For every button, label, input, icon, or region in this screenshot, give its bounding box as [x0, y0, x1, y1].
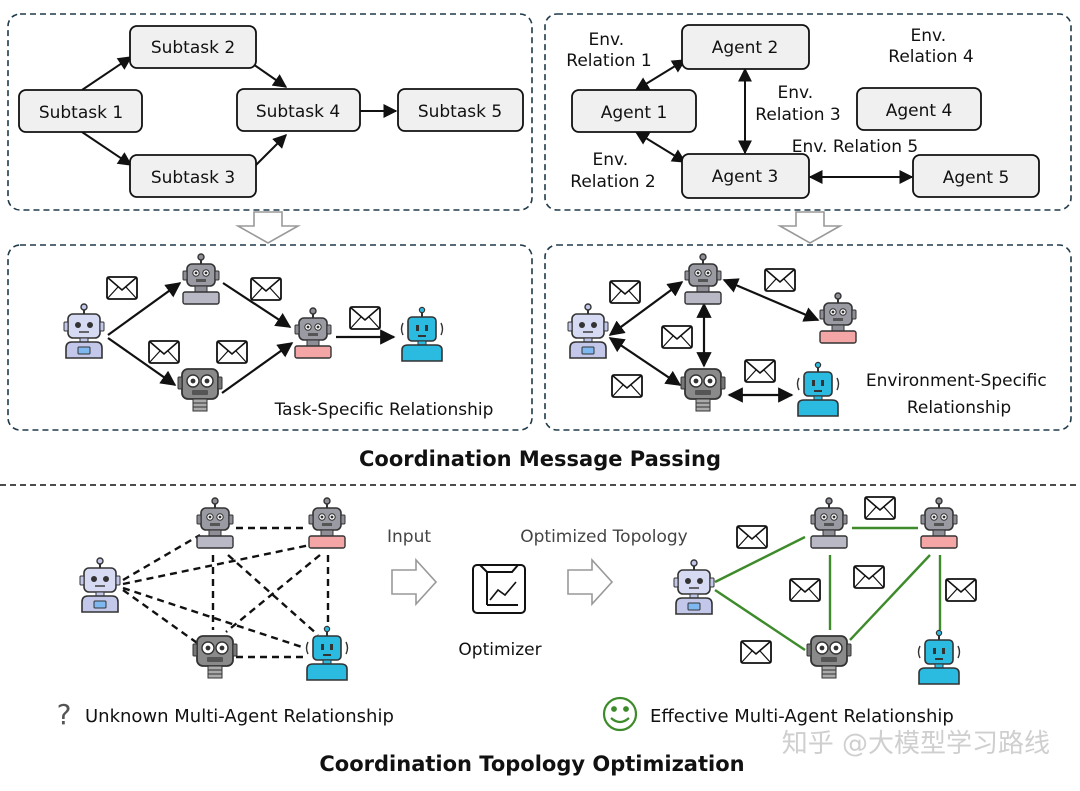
envelope-icon	[764, 268, 796, 292]
env-relation-5: Env. Relation 5	[792, 137, 919, 157]
agent-node-5: Agent 5	[912, 154, 1040, 198]
agent-label: Agent 4	[886, 101, 953, 121]
agent-node-1: Agent 1	[571, 89, 697, 133]
robot-pink-icon	[819, 292, 857, 344]
agent-node-3: Agent 3	[681, 153, 810, 199]
effective-relationship-label: Effective Multi-Agent Relationship	[650, 706, 954, 727]
envelope-icon	[661, 325, 693, 349]
robot-cyan-icon	[400, 306, 444, 362]
envelope-icon	[853, 565, 885, 589]
env-relation-1: Env. Relation 1	[566, 30, 651, 71]
robot-gray-icon	[810, 497, 848, 549]
optimized-arrow	[567, 557, 614, 607]
down-arrow-left	[234, 211, 302, 244]
panel-agents	[544, 13, 1072, 211]
subtask-node-5: Subtask 5	[397, 88, 524, 132]
subtask-label: Subtask 1	[39, 103, 123, 123]
robot-gray-icon	[182, 253, 220, 305]
down-arrow-right	[776, 211, 844, 244]
robot-pink-icon	[920, 497, 958, 549]
agent-label: Agent 2	[712, 38, 779, 58]
envelope-icon	[789, 578, 821, 602]
robot-cyan-icon	[917, 629, 961, 685]
question-mark-icon: ?	[57, 698, 72, 731]
optimized-topology-edges	[714, 526, 942, 651]
robot-lavender-icon	[567, 303, 609, 359]
envelope-icon	[216, 340, 248, 364]
envelope-icon	[740, 640, 772, 664]
robot-dark-icon	[177, 368, 223, 412]
env-relation-3: Env. Relation 3	[755, 83, 840, 125]
agent-node-2: Agent 2	[681, 24, 810, 70]
input-label: Input	[387, 527, 431, 547]
envelope-icon	[609, 280, 641, 304]
panel-subtasks	[7, 13, 533, 211]
envelope-icon	[736, 525, 768, 549]
optimized-topology-label: Optimized Topology	[520, 527, 688, 547]
panel-environment-specific	[544, 244, 1072, 431]
environment-specific-caption: Environment-Specific Relationship	[866, 371, 1052, 418]
subtask-node-1: Subtask 1	[18, 89, 143, 133]
envelope-icon	[148, 340, 180, 364]
task-specific-edges	[107, 282, 396, 394]
envelope-icon	[250, 277, 282, 301]
robot-lavender-icon	[79, 557, 121, 613]
subtask-label: Subtask 3	[151, 168, 235, 188]
environment-specific-edges	[608, 278, 820, 403]
optimizer-label: Optimizer	[458, 640, 541, 660]
input-arrow	[391, 557, 438, 607]
envelope-icon	[349, 306, 381, 330]
robot-lavender-icon	[63, 303, 105, 359]
robot-pink-icon	[294, 307, 332, 359]
env-relation-4: Env. Relation 4	[888, 26, 973, 67]
env-relation-2: Env. Relation 2	[570, 150, 655, 192]
section-title-topology-optimization: Coordination Topology Optimization	[319, 752, 744, 776]
envelope-icon	[744, 359, 776, 383]
robot-pink-icon	[308, 497, 346, 549]
robot-dark-icon	[192, 635, 238, 679]
robot-dark-icon	[680, 368, 726, 412]
subtask-node-2: Subtask 2	[129, 25, 257, 69]
envelope-icon	[945, 578, 977, 602]
unknown-topology-edges	[122, 526, 330, 659]
robot-lavender-icon	[673, 559, 715, 615]
subtask-node-4: Subtask 4	[236, 88, 361, 132]
robot-gray-icon	[684, 253, 722, 305]
agent-arrows	[634, 59, 914, 184]
robot-dark-icon	[806, 635, 852, 679]
agent-label: Agent 1	[601, 103, 668, 123]
robot-cyan-icon	[305, 625, 349, 681]
subtask-label: Subtask 4	[256, 102, 340, 122]
smiley-icon	[602, 696, 638, 732]
envelope-icon	[864, 496, 896, 520]
robot-gray-icon	[196, 497, 234, 549]
agent-label: Agent 5	[943, 168, 1010, 188]
subtask-arrows	[81, 56, 398, 167]
subtask-label: Subtask 2	[151, 38, 235, 58]
watermark-text: 知乎 @大模型学习路线	[782, 729, 1050, 759]
subtask-label: Subtask 5	[418, 102, 502, 122]
envelope-icon	[106, 276, 138, 300]
subtask-node-3: Subtask 3	[129, 154, 257, 198]
agent-label: Agent 3	[712, 167, 779, 187]
agent-node-4: Agent 4	[856, 87, 982, 131]
panel-task-specific	[7, 244, 533, 431]
envelope-icon	[611, 374, 643, 398]
robot-cyan-icon	[796, 361, 840, 417]
unknown-relationship-label: Unknown Multi-Agent Relationship	[85, 706, 394, 727]
task-specific-caption: Task-Specific Relationship	[274, 400, 494, 420]
section-title-message-passing: Coordination Message Passing	[359, 447, 721, 471]
optimizer-icon	[472, 564, 526, 614]
